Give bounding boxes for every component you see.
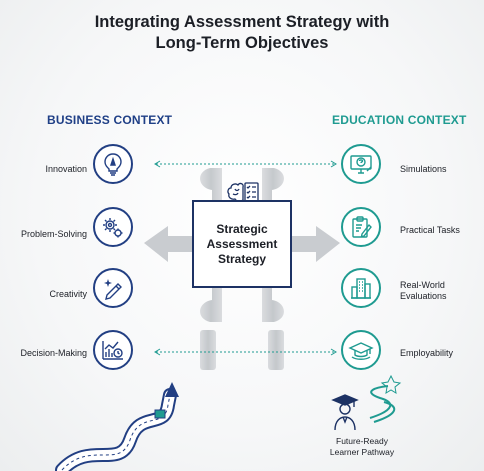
clipboard-pencil-icon [341,207,381,247]
diagram-title: Integrating Assessment Strategy with Lon… [0,12,484,54]
business-item-problem-solving-label: Problem-Solving [20,229,87,239]
title-line-2: Long-Term Objectives [155,34,329,52]
pathway-road [369,385,396,423]
city-buildings-icon [341,268,381,308]
gears-icon [93,207,133,247]
graduation-cap-icon [341,330,381,370]
monitor-question-icon [341,144,381,184]
real-world-line-2: Evaluations [400,291,447,301]
title-line-1: Integrating Assessment Strategy with [94,13,390,31]
education-item-practical-tasks-label: Practical Tasks [400,225,460,235]
education-item-simulations-label: Simulations [400,164,447,174]
center-line-3: Strategy [217,251,267,266]
education-item-employability-label: Employability [400,348,454,358]
strategic-assessment-strategy-box: Strategic Assessment Strategy [192,200,292,288]
future-ready-pathway-label: Future-Ready Learner Pathway [322,436,402,458]
center-line-2: Assessment [206,236,278,251]
graduate-person-icon [330,392,360,432]
business-context-heading: BUSINESS CONTEXT [47,113,173,127]
winding-road [55,382,179,471]
center-line-1: Strategic [216,221,268,236]
pathway-line-2: Learner Pathway [329,447,395,457]
real-world-line-1: Real-World [400,280,445,290]
business-item-decision-making-label: Decision-Making [20,348,87,358]
rocket-bulb-icon [93,144,133,184]
dotted-connectors [156,163,335,353]
brain-checklist-icon [225,180,261,204]
education-item-real-world-evaluations-label: Real-World Evaluations [400,280,480,302]
pen-sparkle-icon [93,268,133,308]
horizontal-arrows [144,226,340,262]
pathway-line-1: Future-Ready [336,436,388,446]
business-item-innovation-label: Innovation [45,164,87,174]
business-item-creativity-label: Creativity [49,289,87,299]
connector-arrowheads [154,160,337,356]
star-icon [380,374,402,394]
education-context-heading: EDUCATION CONTEXT [332,113,467,127]
chart-clock-icon [93,330,133,370]
